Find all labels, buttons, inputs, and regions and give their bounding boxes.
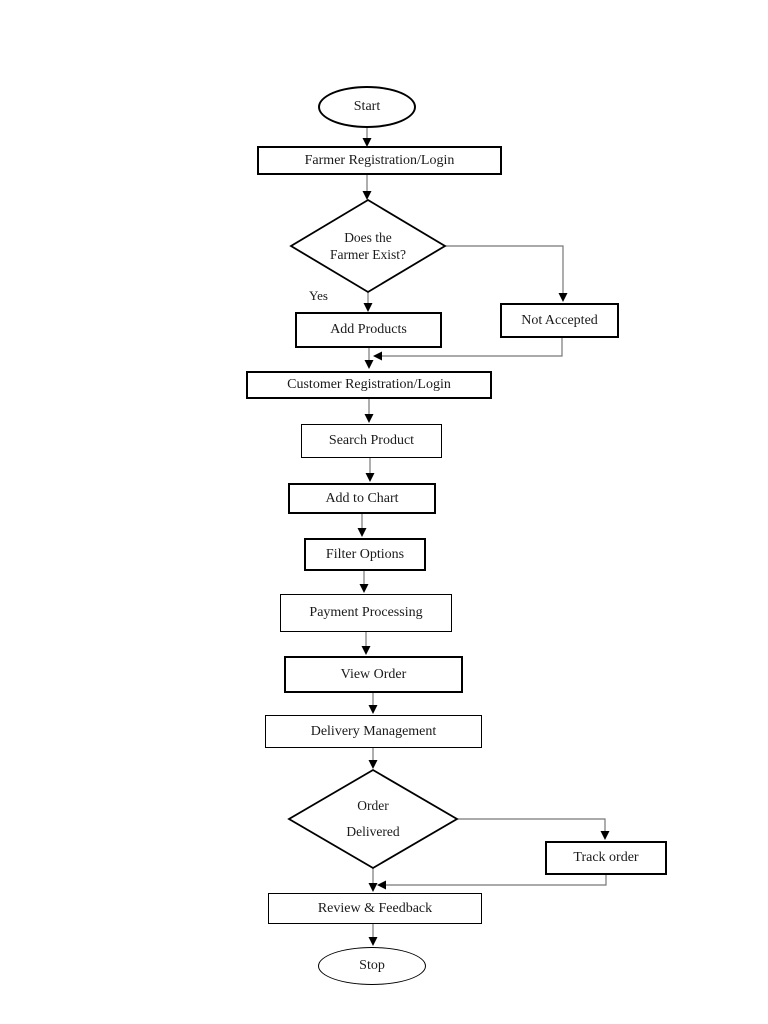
edge-add-products-to-customer-registration — [364, 348, 374, 369]
node-start: Start — [318, 86, 416, 128]
decision-farmer-exists-line2: Farmer Exist? — [329, 247, 407, 262]
node-customer-registration-login: Customer Registration/Login — [246, 371, 492, 399]
edge-delivery-management-to-order-delivered — [368, 748, 378, 769]
node-farmer-registration-login-label: Farmer Registration/Login — [304, 152, 455, 168]
edge-not-accepted-to-merge — [373, 338, 563, 361]
edge-farmer-exists-yes-to-add-products — [363, 292, 373, 312]
decision-farmer-exists-label: Does the Farmer Exist? — [291, 200, 445, 292]
node-review-feedback: Review & Feedback — [268, 893, 482, 924]
edge-order-delivered-to-review-feedback — [368, 868, 378, 892]
decision-farmer-exists-shape — [289, 198, 447, 294]
node-start-label: Start — [353, 99, 381, 114]
edge-review-feedback-to-stop — [368, 924, 378, 946]
decision-farmer-exists-line1: Does the — [344, 230, 392, 245]
node-stop-label: Stop — [359, 958, 385, 973]
node-delivery-management: Delivery Management — [265, 715, 482, 748]
decision-order-delivered-line1: Order — [357, 798, 389, 813]
node-payment-processing-label: Payment Processing — [309, 605, 423, 620]
node-add-products: Add Products — [295, 312, 442, 348]
edge-add-to-chart-to-filter-options — [357, 514, 367, 537]
node-customer-registration-login-label: Customer Registration/Login — [287, 377, 451, 392]
edge-track-order-to-merge — [377, 875, 607, 890]
node-search-product-label: Search Product — [328, 433, 415, 448]
decision-order-delivered-label: Order Delivered — [289, 770, 457, 868]
node-farmer-registration-login: Farmer Registration/Login — [257, 146, 502, 175]
node-search-product: Search Product — [301, 424, 442, 458]
node-stop: Stop — [318, 947, 426, 985]
node-view-order: View Order — [284, 656, 463, 693]
edge-farmer-exists-to-not-accepted — [445, 245, 568, 302]
edge-label-yes: Yes — [309, 288, 328, 303]
edge-filter-options-to-payment-processing — [359, 571, 369, 593]
edge-payment-processing-to-view-order — [361, 632, 371, 655]
decision-order-delivered-line2: Delivered — [346, 824, 400, 839]
node-payment-processing: Payment Processing — [280, 594, 452, 632]
node-track-order: Track order — [545, 841, 667, 875]
edge-start-to-farmer-registration — [362, 128, 372, 147]
decision-order-delivered-shape — [287, 768, 459, 870]
node-add-to-chart: Add to Chart — [288, 483, 436, 514]
edge-farmer-registration-to-farmer-exists — [362, 175, 372, 200]
edge-search-product-to-add-to-chart — [365, 458, 375, 482]
node-delivery-management-label: Delivery Management — [310, 723, 437, 739]
node-view-order-label: View Order — [340, 666, 407, 682]
node-filter-options: Filter Options — [304, 538, 426, 571]
node-track-order-label: Track order — [573, 850, 639, 865]
node-not-accepted-label: Not Accepted — [521, 312, 598, 328]
node-filter-options-label: Filter Options — [325, 546, 405, 562]
node-add-products-label: Add Products — [330, 322, 407, 337]
edge-view-order-to-delivery-management — [368, 693, 378, 714]
node-not-accepted: Not Accepted — [500, 303, 619, 338]
edge-order-delivered-to-track-order — [457, 818, 610, 840]
node-add-to-chart-label: Add to Chart — [325, 490, 399, 506]
edge-customer-registration-to-search-product — [364, 399, 374, 423]
node-review-feedback-label: Review & Feedback — [317, 900, 433, 916]
